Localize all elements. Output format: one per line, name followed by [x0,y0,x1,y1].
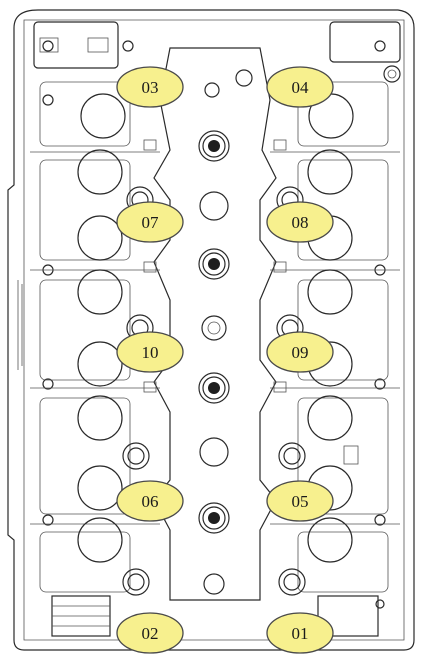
top-right-bracket [329,21,401,63]
sequence-labels: 03 04 07 08 10 09 06 05 [116,66,334,654]
label-09-text: 09 [292,343,309,362]
label-01-text: 01 [292,624,309,643]
cylinder-dividers [30,151,400,525]
label-10-text: 10 [142,343,159,362]
label-02: 02 [116,612,184,654]
label-07: 07 [116,201,184,243]
label-03: 03 [116,66,184,108]
label-05-text: 05 [292,492,309,511]
bottom-features [51,595,385,637]
label-03-text: 03 [142,78,159,97]
top-left-bracket [33,21,119,69]
label-01: 01 [266,612,334,654]
label-10: 10 [116,331,184,373]
label-08-text: 08 [292,213,309,232]
small-bosses [143,139,359,465]
central-spine [153,47,277,601]
side-marks [17,280,23,370]
head-outline [7,9,415,651]
label-09: 09 [266,331,334,373]
label-02-text: 02 [142,624,159,643]
label-07-text: 07 [142,213,160,232]
label-04: 04 [266,66,334,108]
spark-plug-bores [198,130,230,595]
label-08: 08 [266,201,334,243]
valve-pockets [39,81,389,593]
label-05: 05 [266,480,334,522]
label-06-text: 06 [142,492,159,511]
bolt-holes [42,40,401,526]
label-06: 06 [116,480,184,522]
label-04-text: 04 [292,78,310,97]
